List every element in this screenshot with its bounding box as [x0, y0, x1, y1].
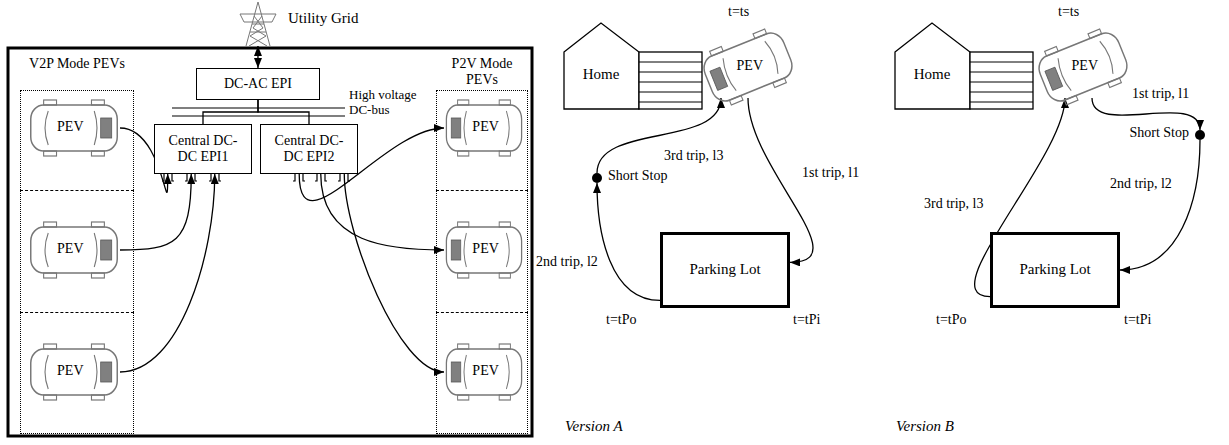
pev-car: PEV: [703, 36, 793, 98]
annotation-label: t=tPi: [1124, 312, 1151, 328]
trip-label: 2nd trip, l2: [1108, 176, 1174, 192]
node-text: Parking Lot: [1019, 261, 1090, 278]
group-border: [436, 90, 528, 434]
node-text: PEV: [468, 241, 503, 257]
annotation-label: High voltage DC-bus: [349, 88, 429, 118]
node-text: Home: [563, 66, 639, 83]
node-text: Central DC-DC EPI2: [265, 133, 353, 165]
connector-arrow: [597, 183, 660, 300]
node-text: Short Stop: [608, 168, 668, 184]
connector-arrow: [321, 174, 444, 250]
parking-lot-enclosure: [8, 48, 532, 436]
node-text: PEV: [1065, 58, 1105, 74]
pev-group: V2P Mode PEVsPEV PEV PEV: [20, 56, 134, 434]
connector-arrow: [344, 174, 444, 372]
connector-arrow: [1120, 140, 1200, 270]
connector-arrow: [120, 174, 191, 250]
node-text: PEV: [50, 363, 90, 379]
trip-label: 1st trip, l1: [1130, 86, 1191, 102]
home-building: Home: [894, 22, 1034, 110]
converter-box: Central DC-DC EPI2: [260, 124, 358, 174]
home-building: Home: [563, 22, 703, 110]
pev-car: PEV: [28, 98, 120, 158]
node-text: PEV: [730, 58, 770, 74]
node-text: PEV: [468, 363, 503, 379]
transmission-tower: [226, 2, 290, 46]
row-separator: [436, 312, 528, 313]
node-text: DC-AC EPI: [224, 76, 292, 92]
row-separator: [436, 190, 528, 191]
pev-car: PEV: [1038, 36, 1128, 98]
node-text: V2P Mode PEVs: [20, 56, 134, 72]
pev-car: PEV: [28, 220, 120, 280]
parking-lot-box: Parking Lot: [660, 232, 790, 308]
connector-arrow: [120, 174, 215, 372]
utility-grid-tower: Utility Grid: [226, 2, 376, 46]
annotation-label: t=ts: [728, 4, 749, 20]
trip-label: 2nd trip, l2: [534, 254, 600, 270]
node-text: PEV: [50, 241, 90, 257]
node-text: Parking Lot: [689, 261, 760, 278]
connector-arrow: [203, 100, 258, 124]
short-stop-dot: Short Stop: [1195, 130, 1205, 140]
node-text: PEV: [468, 119, 503, 135]
node-text: Short Stop: [1129, 125, 1189, 141]
node-text: PEV: [50, 119, 90, 135]
pev-car: PEV: [444, 342, 524, 402]
annotation-label: t=tPo: [936, 312, 966, 328]
pev-car: PEV: [444, 98, 524, 158]
row-separator: [20, 190, 134, 191]
connector-arrow: [257, 46, 258, 68]
node-text: P2V Mode PEVs: [436, 56, 528, 88]
version-caption: Version A: [565, 418, 623, 435]
parking-lot-box: Parking Lot: [990, 232, 1120, 308]
converter-box: DC-AC EPI: [196, 68, 320, 100]
row-separator: [20, 312, 134, 313]
charging-ports: [162, 174, 350, 181]
pev-car: PEV: [444, 220, 524, 280]
annotation-label: t=ts: [1058, 4, 1079, 20]
annotation-label: t=tPi: [793, 312, 820, 328]
node-text: Utility Grid: [288, 10, 358, 27]
short-stop-dot: Short Stop: [592, 173, 602, 183]
connector-arrow: [258, 100, 309, 124]
pev-group: P2V Mode PEVsPEV PEV PEV: [436, 56, 528, 434]
annotation-label: t=tPo: [606, 312, 636, 328]
node-text: Home: [894, 66, 970, 83]
converter-box: Central DC-DC EPI1: [154, 124, 252, 174]
pev-car: PEV: [28, 342, 120, 402]
node-text: Central DC-DC EPI1: [159, 133, 247, 165]
trip-label: 3rd trip, l3: [922, 196, 986, 212]
version-caption: Version B: [896, 418, 954, 435]
trip-label: 1st trip, l1: [800, 165, 861, 181]
trip-label: 3rd trip, l3: [662, 148, 726, 164]
